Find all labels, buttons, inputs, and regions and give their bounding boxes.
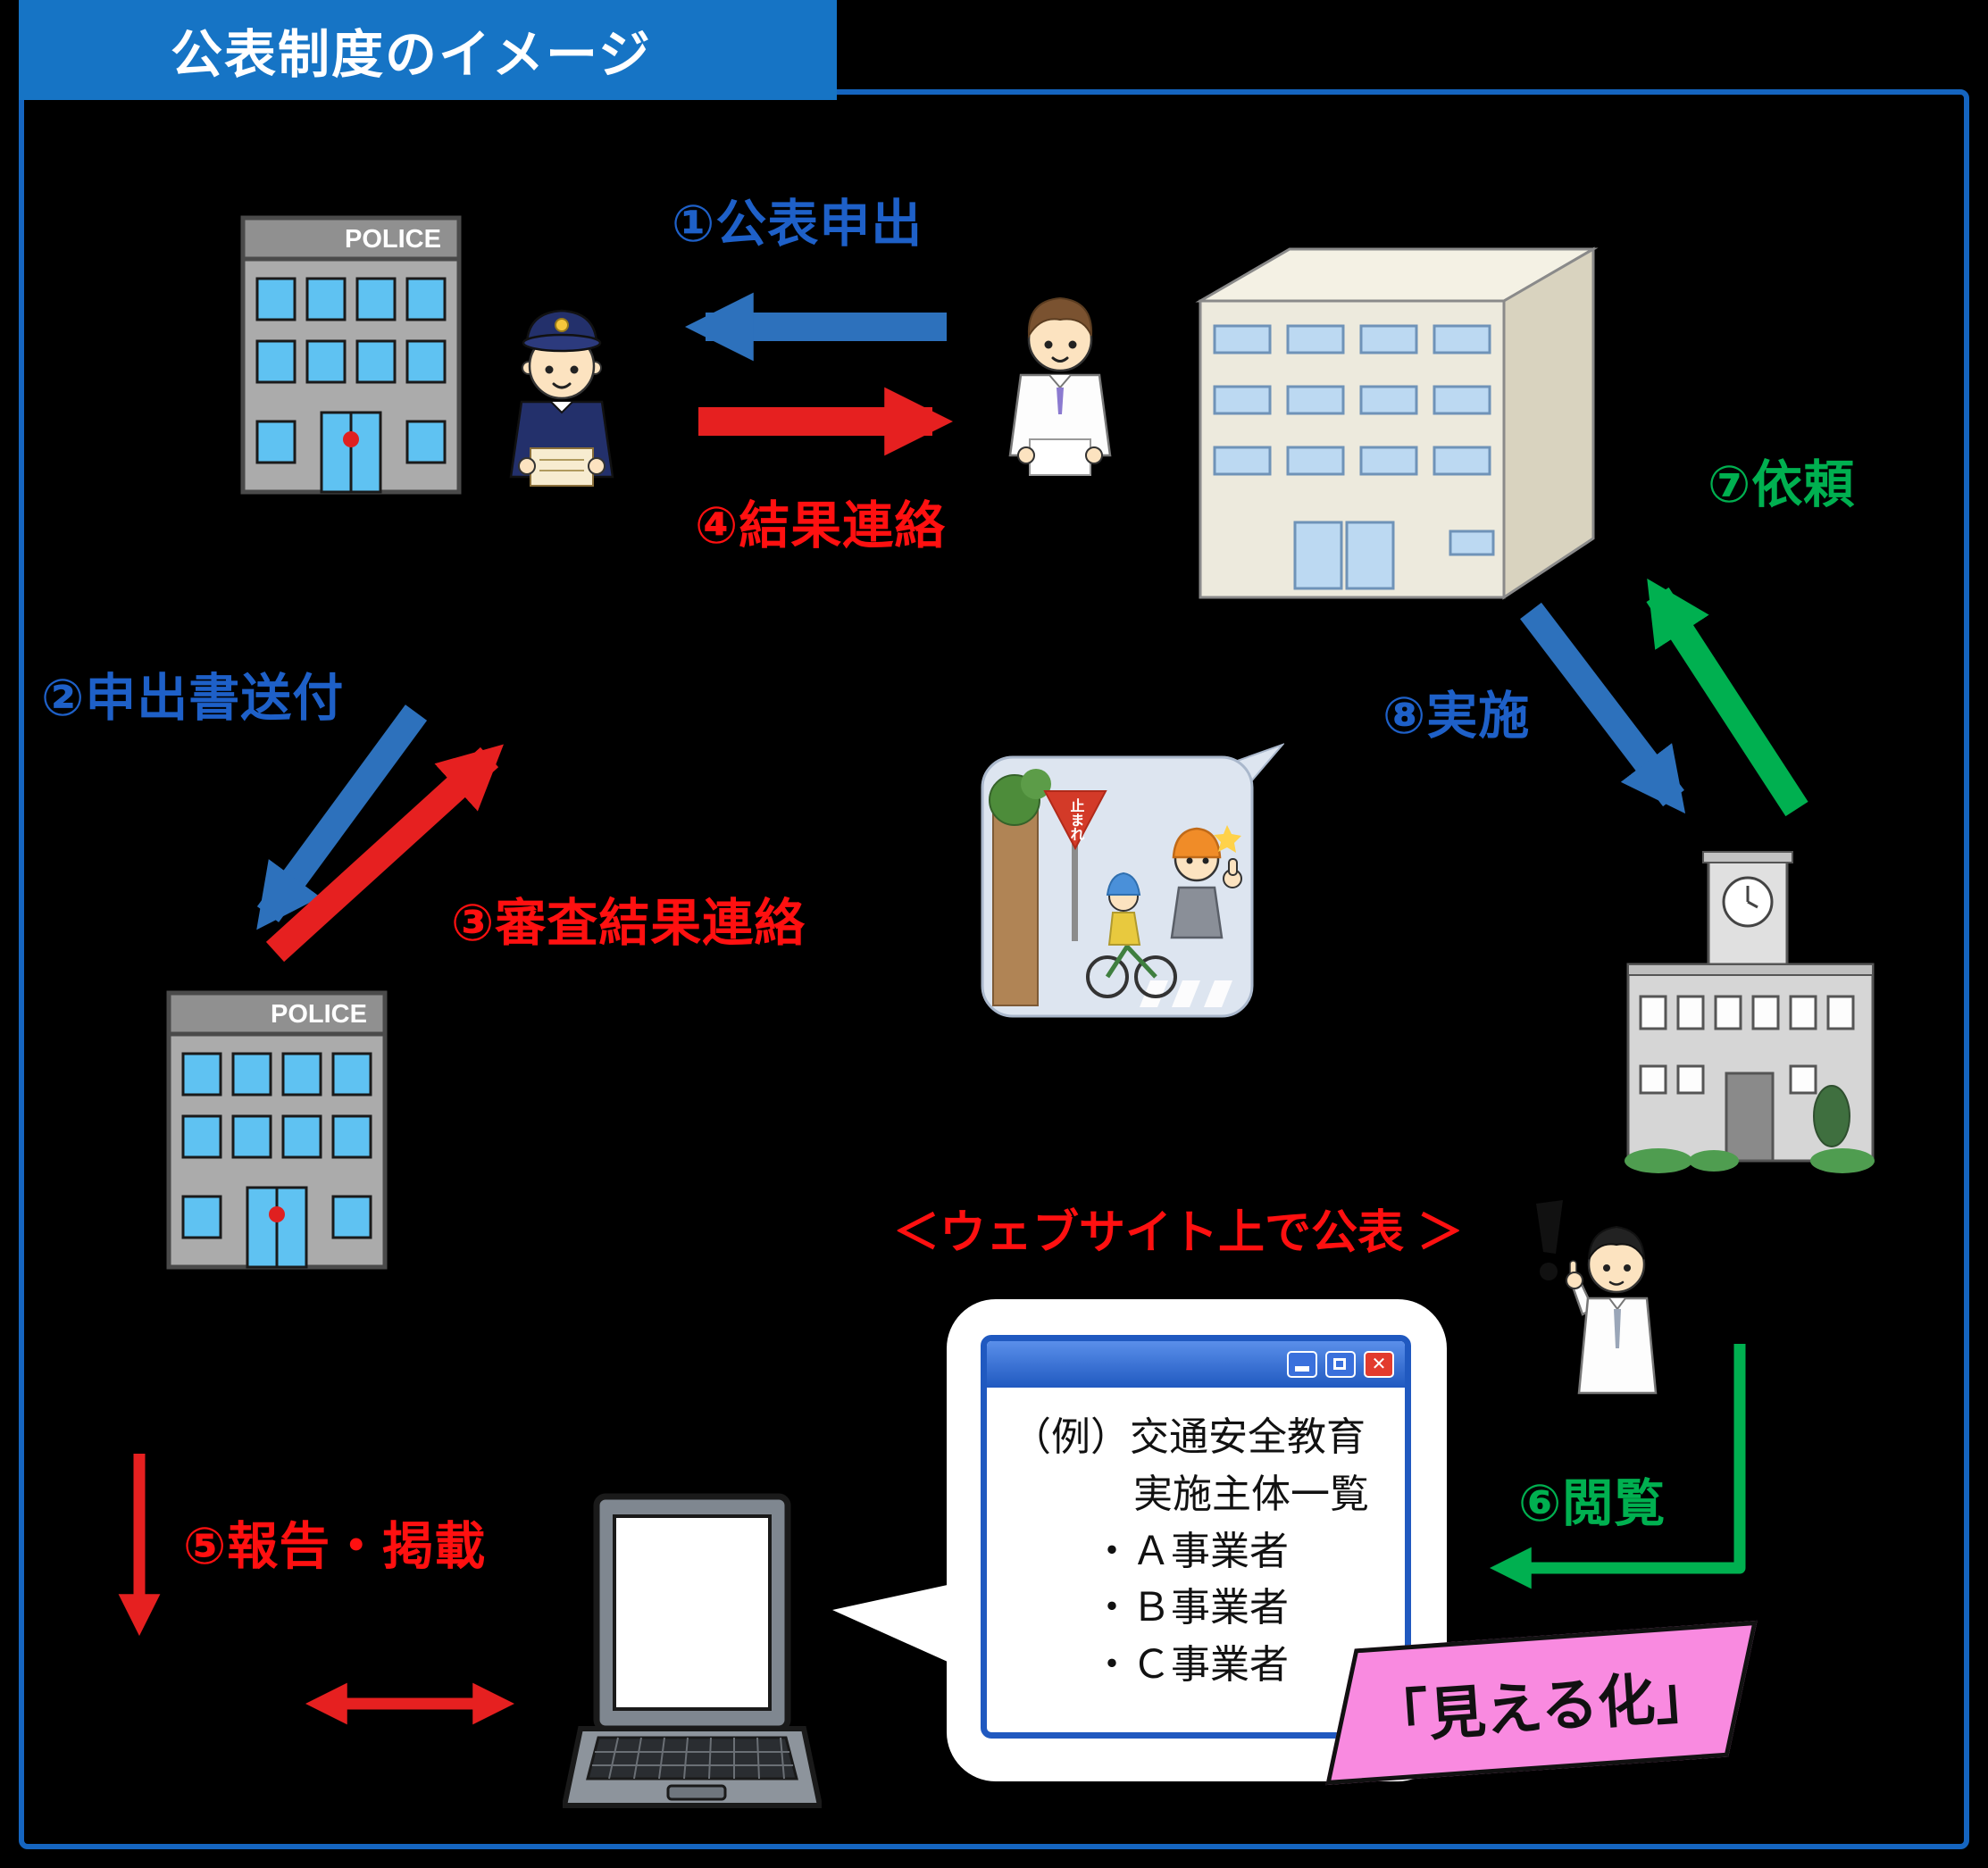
- hair: [1588, 1225, 1645, 1260]
- necktie: [1057, 388, 1064, 414]
- label-step4: ④結果連絡: [695, 497, 947, 555]
- speech-bubble-tail: [832, 1583, 956, 1665]
- title-bar: 公表制度のイメージ: [19, 0, 837, 100]
- school-door: [1725, 1072, 1775, 1163]
- page-title: 公表制度のイメージ: [171, 26, 652, 84]
- arrow-step8-implement: [1520, 602, 1686, 814]
- bicycle-wheel: [1134, 955, 1177, 998]
- browser-line-example: （例）交通安全教育: [1012, 1415, 1366, 1459]
- label-step2: ②申出書送付: [41, 670, 345, 727]
- bushes: [1625, 1148, 1875, 1173]
- sparkle: [1214, 825, 1241, 853]
- hair: [1027, 296, 1093, 339]
- bicycle-safety-illustration: 止まれ: [981, 743, 1284, 1018]
- document-paper: [1029, 438, 1091, 476]
- browser-window: ✕ （例）交通安全教育 実施主体一覧 ・Ａ事業者 ・Ｂ事業者 ・Ｃ事業者: [981, 1335, 1411, 1739]
- police-station-lower: POLICE: [166, 990, 388, 1270]
- police-officer: [509, 309, 614, 487]
- label-step8: ⑧実施: [1382, 688, 1531, 745]
- laptop-screen: [613, 1514, 772, 1711]
- label-step6: ⑥閲覧: [1518, 1475, 1666, 1532]
- viewer-man: [1536, 1200, 1658, 1395]
- police-sign-label: POLICE: [271, 1000, 367, 1029]
- label-step3: ③審査結果連絡: [451, 895, 806, 952]
- document-paper: [530, 447, 594, 487]
- touchpad: [666, 1784, 727, 1801]
- label-step1: ①公表申出: [672, 196, 923, 253]
- website-publication-heading: ＜ウェブサイト上で公表 ＞: [893, 1207, 1464, 1259]
- laptop: [563, 1493, 822, 1808]
- police-sign-label: POLICE: [345, 225, 441, 254]
- bicycle-wheel: [1086, 955, 1129, 998]
- mieruka-label: 「見える化」: [1369, 1663, 1715, 1752]
- close-icon[interactable]: ✕: [1364, 1351, 1394, 1378]
- browser-titlebar: ✕: [987, 1341, 1405, 1388]
- maximize-icon[interactable]: [1325, 1351, 1356, 1378]
- brick-wall: [992, 806, 1039, 1006]
- police-station-upper: POLICE: [240, 215, 462, 495]
- browser-content: （例）交通安全教育 実施主体一覧 ・Ａ事業者 ・Ｂ事業者 ・Ｃ事業者: [987, 1388, 1405, 1715]
- arrow-step6-browse: [1489, 1344, 1746, 1589]
- arrow-step3-review-result: [265, 744, 504, 963]
- keyboard: [586, 1736, 798, 1780]
- stop-sign-label: 止まれ: [1068, 797, 1085, 841]
- orange-helmet: [1172, 827, 1222, 859]
- arrow-step7-request: [1646, 578, 1808, 817]
- browser-line-operator-b: ・Ｂ事業者: [1092, 1586, 1289, 1630]
- crosswalk: [1140, 980, 1232, 1007]
- stop-sign: [1043, 790, 1107, 851]
- arrow-step2-send-form: [256, 705, 428, 930]
- browser-line-list-title: 実施主体一覧: [1133, 1472, 1369, 1516]
- exclamation-icon: [1536, 1200, 1563, 1254]
- necktie: [1614, 1309, 1621, 1348]
- school-building: [1625, 851, 1875, 1173]
- diagram-border-frame: [19, 89, 1969, 1849]
- label-step7: ⑦依頼: [1708, 456, 1856, 513]
- browser-line-operator-c: ・Ｃ事業者: [1092, 1643, 1289, 1688]
- police-badge: [555, 318, 569, 332]
- label-step5: ⑤報告・掲載: [183, 1518, 487, 1575]
- minimize-icon[interactable]: [1287, 1351, 1317, 1378]
- applicant-businessman: [1008, 296, 1112, 476]
- office-building: [1195, 246, 1599, 600]
- sign-pole: [1072, 836, 1078, 941]
- tree: [1813, 1085, 1850, 1147]
- blue-helmet: [1106, 871, 1141, 896]
- browser-line-operator-a: ・Ａ事業者: [1092, 1529, 1289, 1573]
